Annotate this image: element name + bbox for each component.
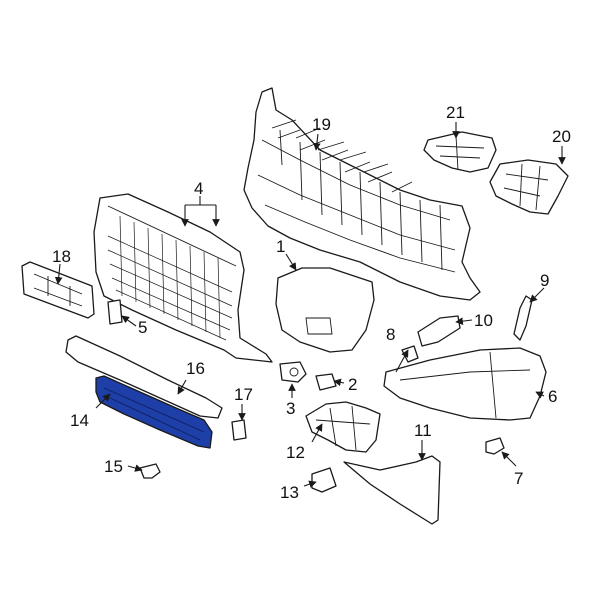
part-12-bracket xyxy=(305,401,381,453)
callout-8: 8 xyxy=(386,325,395,344)
callout-4: 4 xyxy=(194,179,203,198)
part-9-strip xyxy=(513,295,533,341)
part-18-license-bracket xyxy=(21,261,95,319)
part-13-clip xyxy=(311,467,337,493)
part-17-clip xyxy=(231,419,247,441)
callout-16: 16 xyxy=(186,359,205,378)
part-4-grille xyxy=(93,193,273,363)
callout-numbers: 1 2 3 4 5 6 7 8 9 10 11 12 13 14 15 16 1… xyxy=(52,103,571,502)
callout-19: 19 xyxy=(312,115,331,134)
callout-12: 12 xyxy=(286,443,305,462)
part-19-bumper-absorber xyxy=(243,87,481,301)
part-6-bumper-cover xyxy=(383,347,547,421)
callout-9: 9 xyxy=(540,271,549,290)
part-20-side-bracket xyxy=(489,159,569,215)
leader-lines xyxy=(54,122,566,488)
part-5-clip xyxy=(107,299,123,325)
callout-20: 20 xyxy=(552,127,571,146)
part-1-bezel xyxy=(275,267,375,353)
callout-7: 7 xyxy=(514,469,523,488)
callout-21: 21 xyxy=(446,103,465,122)
part-14-lower-panel-highlighted xyxy=(95,375,213,449)
part-10-bracket xyxy=(417,315,461,347)
callout-1: 1 xyxy=(276,237,285,256)
part-3-sensor xyxy=(279,361,307,383)
callout-15: 15 xyxy=(104,457,123,476)
part-21-bracket xyxy=(423,131,497,173)
callout-14: 14 xyxy=(70,411,89,430)
part-16-lower-trim xyxy=(65,335,223,419)
part-15-push-pin xyxy=(139,463,161,479)
callout-18: 18 xyxy=(52,247,71,266)
callout-3: 3 xyxy=(286,399,295,418)
callout-13: 13 xyxy=(280,483,299,502)
callout-17: 17 xyxy=(234,385,253,404)
part-8-fastener xyxy=(401,345,419,363)
callout-5: 5 xyxy=(138,318,147,337)
callout-2: 2 xyxy=(348,375,357,394)
part-2-retainer xyxy=(315,373,337,391)
callout-6: 6 xyxy=(548,387,557,406)
callout-11: 11 xyxy=(414,421,432,440)
callout-10: 10 xyxy=(474,311,493,330)
part-11-lower-trim xyxy=(343,455,441,525)
part-7-push-pin xyxy=(485,437,505,455)
